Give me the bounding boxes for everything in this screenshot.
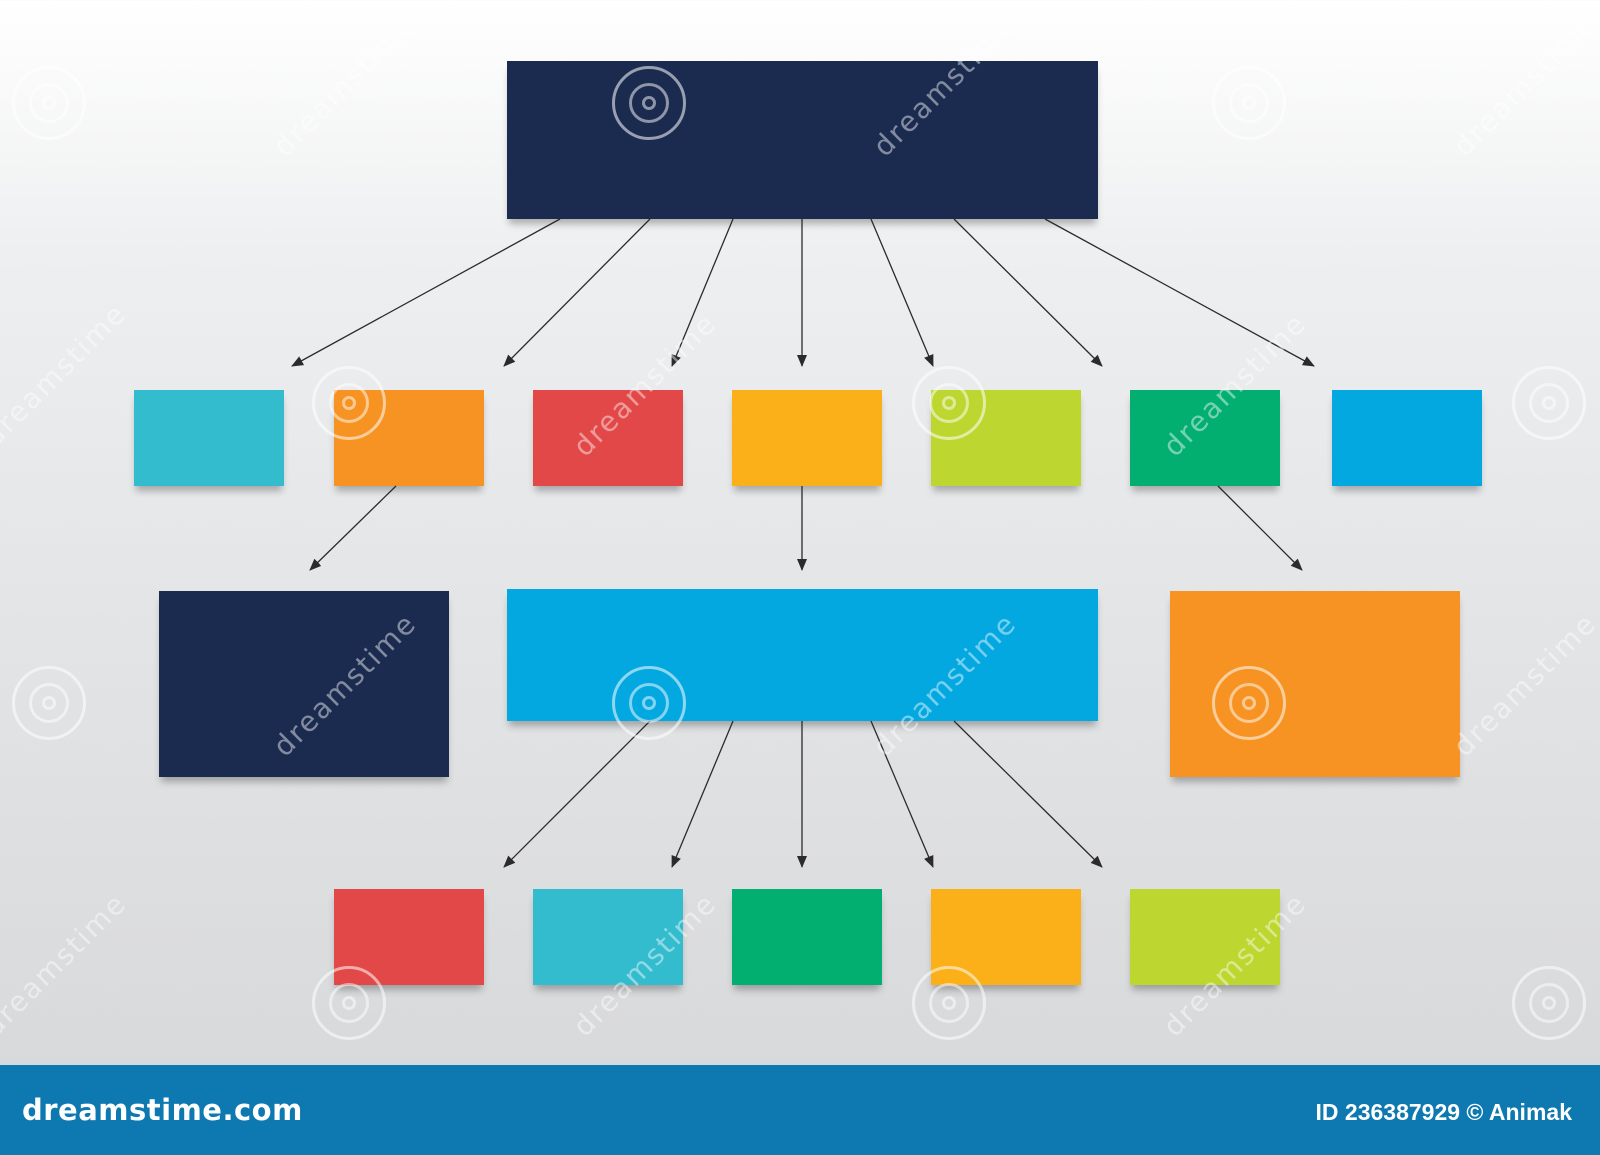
node-box-l3-3 [732,889,882,985]
flowchart-diagram [134,61,1482,985]
node-box-l3-1 [334,889,484,985]
connector-arrow-l2-center-to-l3-4 [870,720,934,868]
node-box-l3-4 [931,889,1081,985]
node-box-l1-1 [134,390,284,486]
connector-arrow-l2-center-to-l3-5 [953,720,1103,868]
connector-arrow-root-to-l1-1 [291,218,561,367]
connector-arrow-l2-center-to-l3-2 [671,720,734,868]
node-box-l1-7 [1332,390,1482,486]
connector-arrow-root-to-l1-5 [870,218,934,367]
node-box-l3-5 [1130,889,1280,985]
node-box-l1-3 [533,390,683,486]
footer-brand[interactable]: dreamstime.com [22,1093,303,1127]
connector-arrow-root-to-l1-6 [953,218,1103,367]
footer-image-id: ID 236387929 © Animak [1315,1099,1572,1125]
connector-arrow-root-to-l1-2 [503,218,651,367]
connector-arrow-l1-6-to-l2-right [1217,485,1303,571]
node-box-l2-right [1170,591,1460,777]
node-box-l2-center [507,589,1098,721]
footer-bar: dreamstime.com ID 236387929 © Animak [0,1065,1600,1155]
connector-arrow-l1-2-to-l2-left [309,485,397,571]
connector-arrow-root-to-l1-3 [671,218,734,367]
node-box-l2-left [159,591,449,777]
connector-arrow-l2-center-to-l3-1 [503,720,651,868]
node-box-l1-2 [334,390,484,486]
node-box-l3-2 [533,889,683,985]
connector-arrow-root-to-l1-7 [1044,218,1315,367]
node-box-l1-4 [732,390,882,486]
node-box-l1-6 [1130,390,1280,486]
node-box-l1-5 [931,390,1081,486]
node-box-root [507,61,1098,219]
